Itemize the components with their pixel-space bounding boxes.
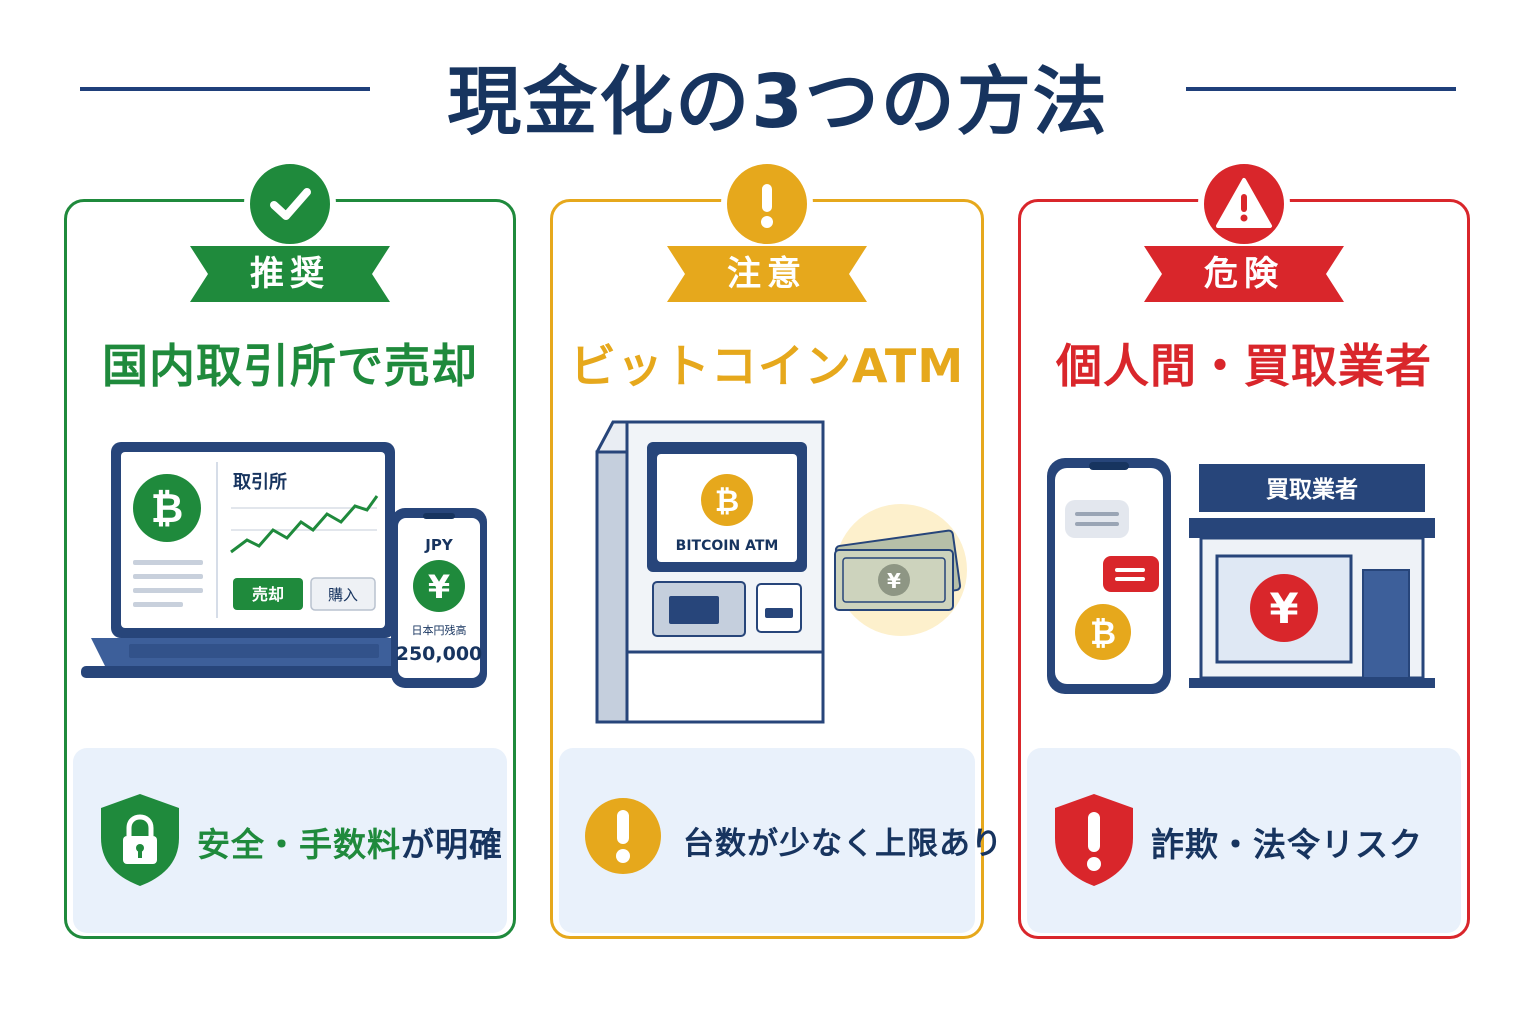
sell-button xyxy=(233,578,303,610)
title-area: 現金化の3つの方法 xyxy=(0,40,1536,150)
shield-exclamation-icon xyxy=(1049,790,1139,894)
svg-text:₿: ₿ xyxy=(1090,614,1116,652)
badge-danger: 危険 xyxy=(1144,246,1344,302)
footer-text-highlight: 安全・手数料 xyxy=(197,825,401,864)
check-icon xyxy=(244,158,336,250)
atm-illustration: ₿ BITCOIN ATM ¥ xyxy=(553,412,981,732)
card-footer: 詐欺・法令リスク xyxy=(1027,748,1461,933)
warning-triangle-icon xyxy=(1198,158,1290,250)
laptop-title: 取引所 xyxy=(233,472,287,493)
footer-text-rest: が明確 xyxy=(401,825,503,864)
title-right-rule xyxy=(1186,87,1456,91)
phone-yen: ¥ xyxy=(428,568,450,606)
card-caution: 注意 ビットコインATM ₿ BITCOIN ATM xyxy=(550,158,1003,939)
phone-balance: 250,000 xyxy=(396,643,483,665)
shield-lock-icon xyxy=(95,790,185,894)
phone-currency: JPY xyxy=(424,536,454,554)
card-footer: 安全・手数料が明確 xyxy=(73,748,507,933)
laptop-icon: ₿ 取引所 売却 購入 xyxy=(81,442,425,678)
buy-button xyxy=(310,577,376,611)
badge-recommended: 推奨 xyxy=(190,246,390,302)
cash-icon: ¥ xyxy=(834,504,967,636)
exchange-illustration: ₿ 取引所 売却 購入 xyxy=(67,412,513,732)
phone-icon: JPY ¥ 日本円残高 250,000 xyxy=(391,508,487,688)
svg-text:₿: ₿ xyxy=(715,484,739,519)
exclamation-circle-icon xyxy=(581,794,665,882)
shop-yen: ¥ xyxy=(1269,584,1298,633)
title-left-rule xyxy=(80,87,370,91)
card-danger: 危険 個人間・買取業者 ₿ 買取業者 xyxy=(1018,158,1470,939)
phone-balance-label: 日本円残高 xyxy=(412,623,467,637)
atm-screen-label: BITCOIN ATM xyxy=(676,538,779,554)
footer-text: 詐欺・法令リスク xyxy=(1151,825,1423,864)
exclamation-icon xyxy=(721,158,813,250)
atm-icon: ₿ BITCOIN ATM xyxy=(595,420,825,724)
card-heading: 国内取引所で売却 xyxy=(102,339,478,393)
card-heading: ビットコインATM xyxy=(569,339,965,393)
card-footer: 台数が少なく上限あり xyxy=(559,748,1003,933)
bill-yen: ¥ xyxy=(887,569,901,593)
svg-text:₿: ₿ xyxy=(151,486,184,532)
card-heading: 個人間・買取業者 xyxy=(1056,339,1432,393)
shop-icon: 買取業者 ¥ xyxy=(1189,464,1435,688)
badge-caution: 注意 xyxy=(667,246,867,302)
p2p-illustration: ₿ 買取業者 ¥ xyxy=(1021,412,1467,732)
phone-chat-icon: ₿ xyxy=(1047,458,1171,694)
footer-text: 台数が少なく上限あり xyxy=(683,826,1003,862)
shop-sign: 買取業者 xyxy=(1266,476,1358,503)
footer-text: 安全・手数料が明確 xyxy=(197,818,502,866)
card-recommended: 推奨 国内取引所で売却 ₿ 取引所 売却 購入 xyxy=(64,158,516,939)
sell-label: 売却 xyxy=(252,585,284,604)
page-title: 現金化の3つの方法 xyxy=(447,59,1109,145)
buy-label: 購入 xyxy=(328,586,358,604)
